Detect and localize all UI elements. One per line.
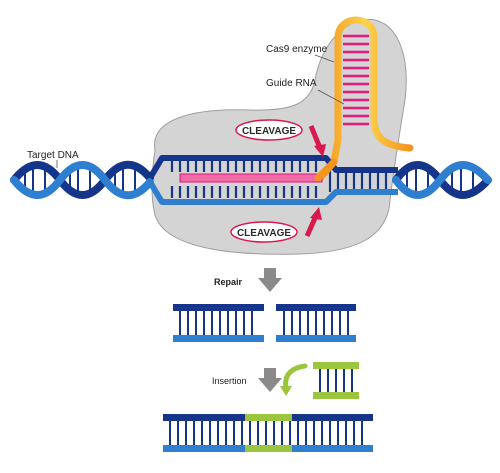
target-dna-label: Target DNA	[27, 150, 79, 161]
broken-dna-left	[173, 304, 264, 342]
repair-label: Repair	[214, 277, 243, 287]
guide-rna-label: Guide RNA	[266, 78, 317, 89]
svg-text:CLEAVAGE: CLEAVAGE	[237, 228, 291, 239]
insert-dna-fragment	[313, 362, 359, 399]
insertion-arrow	[258, 368, 282, 392]
right-dna-helix	[392, 161, 492, 199]
broken-dna-right	[276, 304, 356, 342]
cleavage-label-bottom: CLEAVAGE	[230, 221, 298, 243]
unwound-dna	[147, 155, 398, 205]
left-dna-helix	[10, 160, 154, 200]
cas9-label: Cas9 enzyme	[266, 44, 328, 55]
cleavage-arrow-top	[308, 125, 326, 157]
cleavage-arrow-bottom	[304, 207, 322, 238]
cleavage-label-top: CLEAVAGE	[235, 119, 303, 141]
guide-rna	[179, 16, 414, 183]
repair-arrow	[258, 268, 282, 292]
repaired-dna	[163, 414, 373, 452]
insertion-label: Insertion	[212, 376, 247, 386]
svg-text:CLEAVAGE: CLEAVAGE	[242, 126, 296, 137]
curved-arrow-green	[280, 363, 308, 396]
